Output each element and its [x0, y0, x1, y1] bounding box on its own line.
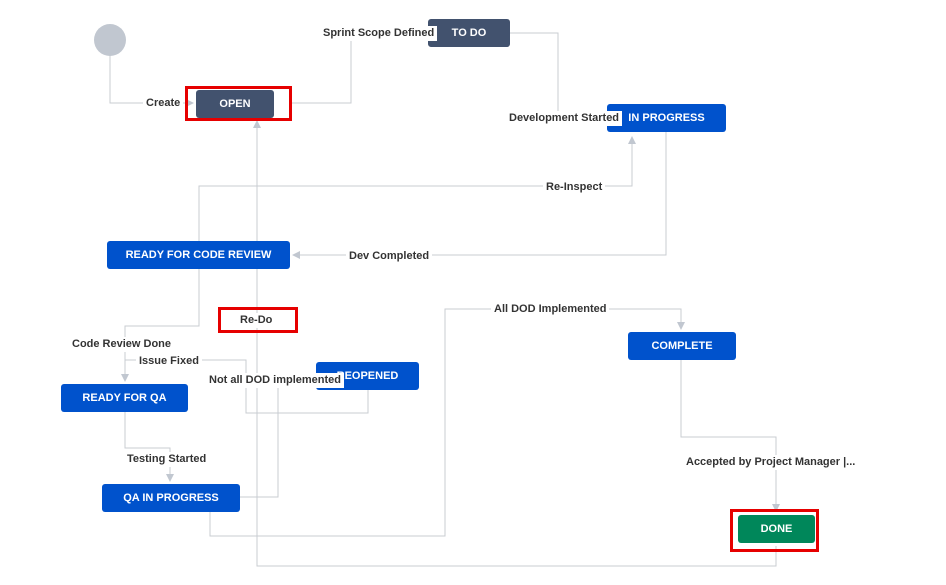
status-complete[interactable]: COMPLETE — [628, 332, 736, 360]
start-node — [94, 24, 126, 56]
transition-development-started[interactable]: Development Started — [506, 111, 623, 126]
status-ready-for-qa[interactable]: READY FOR QA — [61, 384, 188, 412]
status-in-progress[interactable]: IN PROGRESS — [607, 104, 726, 132]
transition-re-inspect[interactable]: Re-Inspect — [543, 180, 606, 195]
connector-dev-started — [510, 32, 607, 119]
connector-accepted — [680, 360, 780, 512]
connector-testing-started — [124, 412, 174, 482]
connector-re-do — [253, 120, 777, 567]
connector-not-all-dod — [240, 377, 316, 498]
connector-sprint-scope — [290, 32, 428, 104]
transition-re-do[interactable]: Re-Do — [237, 313, 276, 328]
status-to-do[interactable]: TO DO — [428, 19, 510, 47]
connector-re-inspect — [198, 136, 636, 241]
transition-create[interactable]: Create — [143, 96, 184, 111]
transition-issue-fixed[interactable]: Issue Fixed — [136, 354, 202, 369]
status-ready-for-code-review[interactable]: READY FOR CODE REVIEW — [107, 241, 290, 269]
status-qa-in-progress[interactable]: QA IN PROGRESS — [102, 484, 240, 512]
transition-accepted-by-project-manager[interactable]: Accepted by Project Manager |... — [683, 455, 859, 470]
connector-all-dod — [209, 308, 685, 537]
connector-issue-fixed — [125, 359, 369, 414]
transition-sprint-scope-defined[interactable]: Sprint Scope Defined — [320, 26, 438, 41]
transition-code-review-done[interactable]: Code Review Done — [69, 337, 175, 352]
transition-all-dod-implemented[interactable]: All DOD Implemented — [491, 302, 610, 317]
transition-dev-completed[interactable]: Dev Completed — [346, 249, 433, 264]
transition-not-all-dod-implemented[interactable]: Not all DOD implemented — [206, 373, 345, 388]
status-done[interactable]: DONE — [738, 515, 815, 543]
transition-testing-started[interactable]: Testing Started — [124, 452, 210, 467]
status-open[interactable]: OPEN — [196, 90, 274, 118]
connector-code-review-done — [121, 269, 200, 382]
connector-dev-completed — [292, 132, 667, 259]
